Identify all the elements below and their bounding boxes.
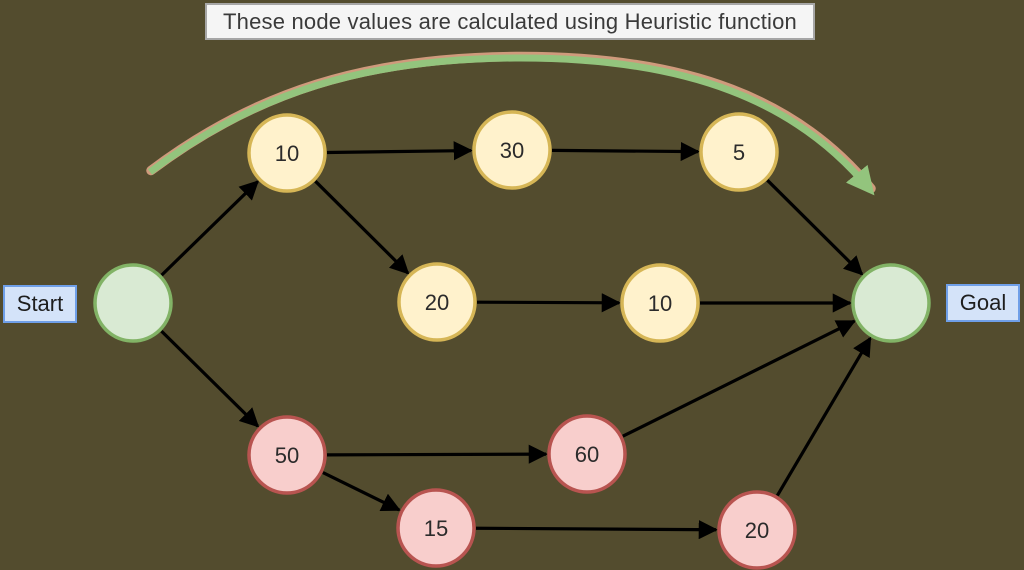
node-circle-goal — [851, 263, 931, 343]
edge-low-50-low-60 — [326, 444, 548, 464]
node-circle-low-60 — [547, 414, 627, 494]
start-label-text: Start — [16, 291, 64, 316]
node-low-60: 60 — [547, 414, 627, 494]
goal-label-text: Goal — [959, 290, 1007, 315]
node-mid-20: 20 — [397, 262, 477, 342]
node-value-top-30: 30 — [500, 138, 524, 163]
node-circle-low-20 — [717, 490, 797, 570]
node-circle-mid-20 — [397, 262, 477, 342]
node-value-top-5: 5 — [733, 140, 745, 165]
edge-top-10-mid-20 — [314, 180, 410, 275]
node-start — [93, 263, 173, 343]
node-circle-top-10 — [247, 113, 327, 193]
node-value-low-60: 60 — [575, 442, 599, 467]
start-label-box: Start — [3, 285, 77, 323]
edge-mid-20-mid-10 — [476, 293, 621, 313]
node-top-30: 30 — [472, 110, 552, 190]
node-circle-top-5 — [699, 112, 779, 192]
node-value-mid-10: 10 — [648, 291, 672, 316]
node-low-15: 15 — [396, 488, 476, 568]
node-circle-low-50 — [247, 415, 327, 495]
edge-low-15-low-20 — [475, 520, 718, 540]
node-low-20: 20 — [717, 490, 797, 570]
edge-low-60-goal — [622, 319, 856, 438]
edge-top-10-top-30 — [326, 141, 473, 161]
node-low-50: 50 — [247, 415, 327, 495]
edge-low-20-goal — [775, 336, 872, 497]
title-banner: These node values are calculated using H… — [205, 3, 815, 40]
node-goal — [851, 263, 931, 343]
node-circle-mid-10 — [620, 263, 700, 343]
node-circle-start — [93, 263, 173, 343]
heuristic-overview-arrow — [147, 54, 875, 196]
node-value-low-50: 50 — [275, 443, 299, 468]
edge-start-low-50 — [160, 329, 260, 428]
edge-top-5-goal — [766, 179, 864, 276]
node-circle-top-30 — [472, 110, 552, 190]
edge-start-top-10 — [160, 180, 260, 277]
node-value-low-20: 20 — [745, 518, 769, 543]
node-value-mid-20: 20 — [425, 290, 449, 315]
edge-top-30-top-5 — [551, 141, 700, 162]
goal-label-box: Goal — [946, 284, 1020, 322]
node-top-10: 10 — [247, 113, 327, 193]
title-text: These node values are calculated using H… — [223, 8, 797, 34]
node-top-5: 5 — [699, 112, 779, 192]
node-value-low-15: 15 — [424, 516, 448, 541]
edge-low-50-low-15 — [322, 471, 401, 512]
node-mid-10: 10 — [620, 263, 700, 343]
node-circle-low-15 — [396, 488, 476, 568]
node-value-top-10: 10 — [275, 141, 299, 166]
